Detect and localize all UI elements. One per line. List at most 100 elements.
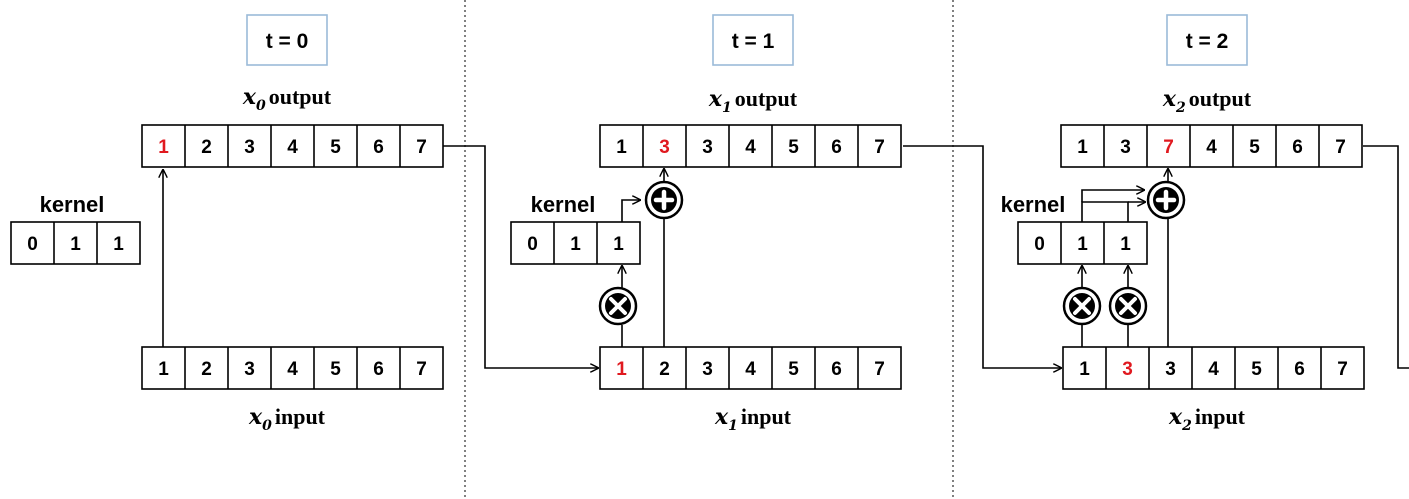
time-step-label: t = 2 <box>1186 30 1229 53</box>
kernel-cell: 1 <box>570 234 581 255</box>
input-array: 1 2 3 4 5 6 7 <box>599 346 902 390</box>
output-array-cell: 1 <box>158 137 169 158</box>
input-array-cell: 5 <box>330 359 341 380</box>
input-array-cell: 6 <box>1294 359 1305 380</box>
kernel-cell: 0 <box>1034 234 1045 255</box>
caption-variable: x <box>242 84 257 110</box>
input-array-cell: 6 <box>831 359 842 380</box>
caption-subscript: 2 <box>1181 418 1192 434</box>
output-array-cell: 6 <box>1292 137 1303 158</box>
output-array-cell: 2 <box>201 137 212 158</box>
kernel-cell: 1 <box>1077 234 1088 255</box>
output-array-cell: 5 <box>788 137 799 158</box>
input-array-cell: 1 <box>158 359 169 380</box>
multiply-icon <box>1062 286 1102 326</box>
feed-out-line <box>1363 145 1409 369</box>
input-array-cell: 2 <box>201 359 212 380</box>
kernel-cell: 0 <box>27 234 38 255</box>
caption-word: output <box>269 84 332 109</box>
time-step-frame <box>712 14 794 66</box>
caption-variable: x <box>1162 86 1177 112</box>
input-array-cell: 7 <box>1337 359 1348 380</box>
multiply-icon <box>1108 286 1148 326</box>
kernel-frame <box>10 221 141 265</box>
kernel-cell: 1 <box>70 234 81 255</box>
input-array-cell: 1 <box>616 359 627 380</box>
multiply-icon <box>598 286 638 326</box>
output-array-cell: 3 <box>702 137 713 158</box>
output-array-cell: 3 <box>659 137 670 158</box>
input-array-cell: 4 <box>1208 359 1219 380</box>
caption-word: input <box>275 404 326 429</box>
caption-variable: x <box>248 404 263 430</box>
kernel-label: kernel <box>531 192 596 217</box>
time-step-label: t = 1 <box>732 30 775 53</box>
output-array-cell: 5 <box>1249 137 1260 158</box>
caption-subscript: 0 <box>262 418 272 434</box>
output-array-frame <box>599 124 902 168</box>
output-array-cell: 6 <box>373 137 384 158</box>
output-array-cell: 5 <box>330 137 341 158</box>
kernel-cell: 1 <box>113 234 124 255</box>
feed-forward-arrow <box>903 145 1061 368</box>
kernel-frame <box>510 221 641 265</box>
caption-word: output <box>735 86 798 111</box>
input-array-cell: 1 <box>1079 359 1090 380</box>
time-step-box: t = 1 <box>712 14 794 66</box>
add-icon <box>1146 180 1186 220</box>
output-array-cell: 7 <box>1163 137 1174 158</box>
caption-word: input <box>741 404 792 429</box>
time-step-frame <box>246 14 328 66</box>
output-array-cell: 4 <box>745 137 756 158</box>
feed-forward-arrow <box>443 145 598 368</box>
output-array-cell: 7 <box>1335 137 1346 158</box>
input-array-cell: 3 <box>702 359 713 380</box>
input-array-frame <box>1062 346 1365 390</box>
caption-variable: x <box>708 86 723 112</box>
caption-subscript: 1 <box>722 100 732 116</box>
caption-subscript: 1 <box>728 418 738 434</box>
input-array-cell: 5 <box>1251 359 1262 380</box>
input-array-cell: 3 <box>244 359 255 380</box>
kernel-cell: 0 <box>527 234 538 255</box>
output-array-cell: 4 <box>1206 137 1217 158</box>
input-array-cell: 6 <box>373 359 384 380</box>
kernel-cell: 1 <box>1120 234 1131 255</box>
input-array-frame <box>599 346 902 390</box>
input-array-cell: 4 <box>287 359 298 380</box>
add-icon <box>644 180 684 220</box>
caption-word: input <box>1195 404 1246 429</box>
output-array-cell: 1 <box>616 137 627 158</box>
time-step-label: t = 0 <box>266 30 309 53</box>
kernel-cell: 1 <box>613 234 624 255</box>
output-array-cell: 3 <box>1120 137 1131 158</box>
output-array-cell: 7 <box>416 137 427 158</box>
input-array-cell: 4 <box>745 359 756 380</box>
connector-lines <box>163 145 1409 369</box>
input-array-frame <box>141 346 444 390</box>
caption-variable: x <box>1168 404 1183 430</box>
input-array-cell: 5 <box>788 359 799 380</box>
input-array-cell: 2 <box>659 359 670 380</box>
time-step-box: t = 2 <box>1166 14 1248 66</box>
caption-word: output <box>1189 86 1252 111</box>
caption-subscript: 0 <box>256 98 266 114</box>
kernel-frame <box>1017 221 1148 265</box>
input-array-cell: 7 <box>874 359 885 380</box>
output-array-cell: 3 <box>244 137 255 158</box>
